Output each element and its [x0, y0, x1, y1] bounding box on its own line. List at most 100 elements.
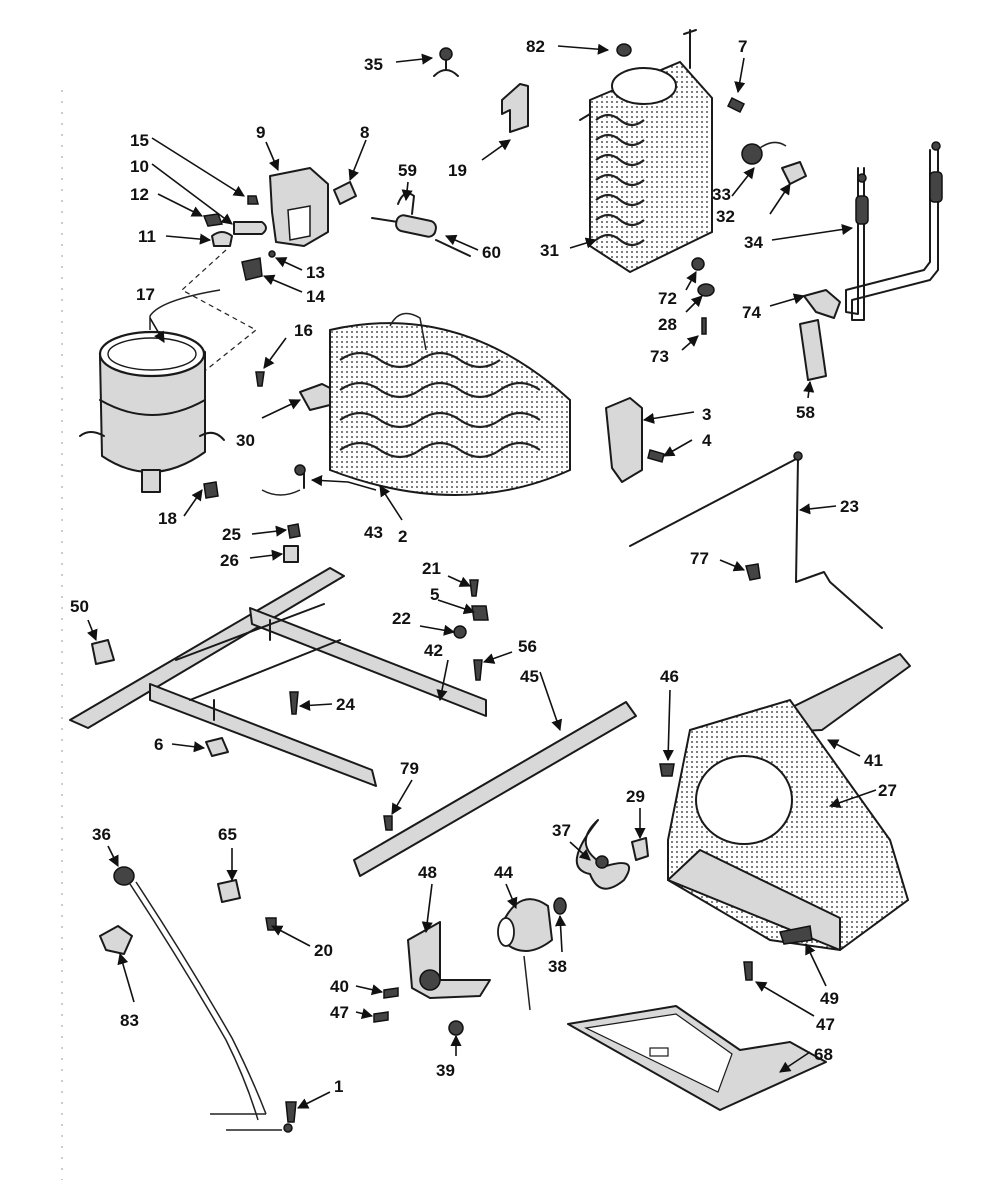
part-25-washer [287, 523, 301, 539]
label-58: 58 [796, 403, 815, 422]
part-14-overload [241, 257, 263, 281]
label-30: 30 [236, 431, 255, 450]
part-44-fan-motor [497, 898, 553, 1011]
part-10-relay [233, 221, 267, 235]
label-77: 77 [690, 549, 709, 568]
label-40: 40 [330, 977, 349, 996]
part-2-condenser [329, 312, 571, 496]
part-47-screw-2 [743, 961, 753, 981]
label-34: 34 [744, 233, 763, 252]
part-49-bracket [779, 925, 813, 945]
label-38: 38 [548, 957, 567, 976]
label-3: 3 [702, 405, 711, 424]
part-47-screw [373, 1011, 389, 1023]
part-32-clip [781, 161, 807, 185]
label-13: 13 [306, 263, 325, 282]
label-74: 74 [742, 303, 761, 322]
label-50: 50 [70, 597, 89, 616]
part-12-part [202, 213, 224, 227]
part-19-bracket [501, 83, 529, 133]
part-65-clamp [217, 879, 241, 903]
part-56-screw [473, 659, 483, 681]
label-39: 39 [436, 1061, 455, 1080]
part-74-clip [803, 289, 841, 319]
part-30-bracket [299, 383, 335, 411]
part-58-insulation [799, 319, 827, 381]
label-72: 72 [658, 289, 677, 308]
label-4: 4 [702, 431, 712, 450]
part-13-screw [268, 250, 276, 258]
label-16: 16 [294, 321, 313, 340]
part-1-screw [285, 1101, 297, 1123]
label-26: 26 [220, 551, 239, 570]
label-27: 27 [878, 781, 897, 800]
label-14: 14 [306, 287, 325, 306]
part-24-screw [289, 691, 299, 715]
part-50-grommet [91, 639, 115, 665]
label-73: 73 [650, 347, 669, 366]
label-15: 15 [130, 131, 149, 150]
part-33-defrost-thermostat [741, 141, 787, 165]
part-8-cover [333, 181, 357, 205]
part-7-screw [726, 96, 746, 114]
label-11: 11 [138, 227, 156, 246]
leader-arrows [87, 43, 877, 1109]
part-29-bracket [631, 837, 649, 861]
label-29: 29 [626, 787, 645, 806]
label-22: 22 [392, 609, 411, 628]
part-82-grommet [616, 43, 632, 57]
label-20: 20 [314, 941, 333, 960]
part-28-grommet [697, 283, 715, 297]
label-47a: 47 [330, 1003, 349, 1022]
label-25: 25 [222, 525, 241, 544]
part-27-shroud [667, 698, 910, 952]
label-17: 17 [136, 285, 155, 304]
part-72-nut [691, 257, 705, 271]
label-48: 48 [418, 863, 437, 882]
part-34-defrost-heater [845, 141, 943, 321]
label-47b: 47 [816, 1015, 835, 1034]
label-5: 5 [430, 585, 439, 604]
label-9: 9 [256, 123, 265, 142]
label-32: 32 [716, 207, 735, 226]
part-83-cord-clip [99, 925, 133, 955]
part-9-relay-box [269, 167, 329, 247]
label-28: 28 [658, 315, 677, 334]
part-16-screw [255, 371, 265, 387]
part-26-spacer [283, 545, 299, 563]
label-41: 41 [864, 751, 883, 770]
label-7: 7 [738, 37, 747, 56]
label-31: 31 [540, 241, 559, 260]
part-4-screw [647, 449, 665, 463]
part-73-screw [701, 317, 707, 335]
label-24: 24 [336, 695, 355, 714]
connection-dashline [180, 249, 258, 371]
label-82: 82 [526, 37, 545, 56]
part-39-grommet [448, 1020, 464, 1036]
part-23-rod [629, 457, 883, 629]
part-46-screw [659, 763, 675, 777]
label-60: 60 [482, 243, 501, 262]
part-5-nut [471, 605, 489, 621]
part-35-clip [433, 47, 459, 77]
part-42-base-frame [69, 567, 487, 787]
label-35: 35 [364, 55, 383, 74]
label-37: 37 [552, 821, 571, 840]
part-22-grommet [453, 625, 467, 639]
label-6: 6 [154, 735, 163, 754]
label-8: 8 [360, 123, 369, 142]
part-60-drier [371, 214, 471, 257]
part-48-motor-bracket [407, 921, 491, 999]
part-38-washer [553, 897, 567, 915]
label-46: 46 [660, 667, 679, 686]
part-31-evaporator [579, 29, 713, 274]
label-21: 21 [422, 559, 441, 578]
part-17-compressor [79, 289, 225, 493]
part-36-power-cord [113, 866, 293, 1133]
label-56: 56 [518, 637, 537, 656]
label-44: 44 [494, 863, 513, 882]
label-45: 45 [520, 667, 539, 686]
part-40-screw [383, 987, 399, 999]
label-23: 23 [840, 497, 859, 516]
part-45-rail [353, 701, 637, 877]
